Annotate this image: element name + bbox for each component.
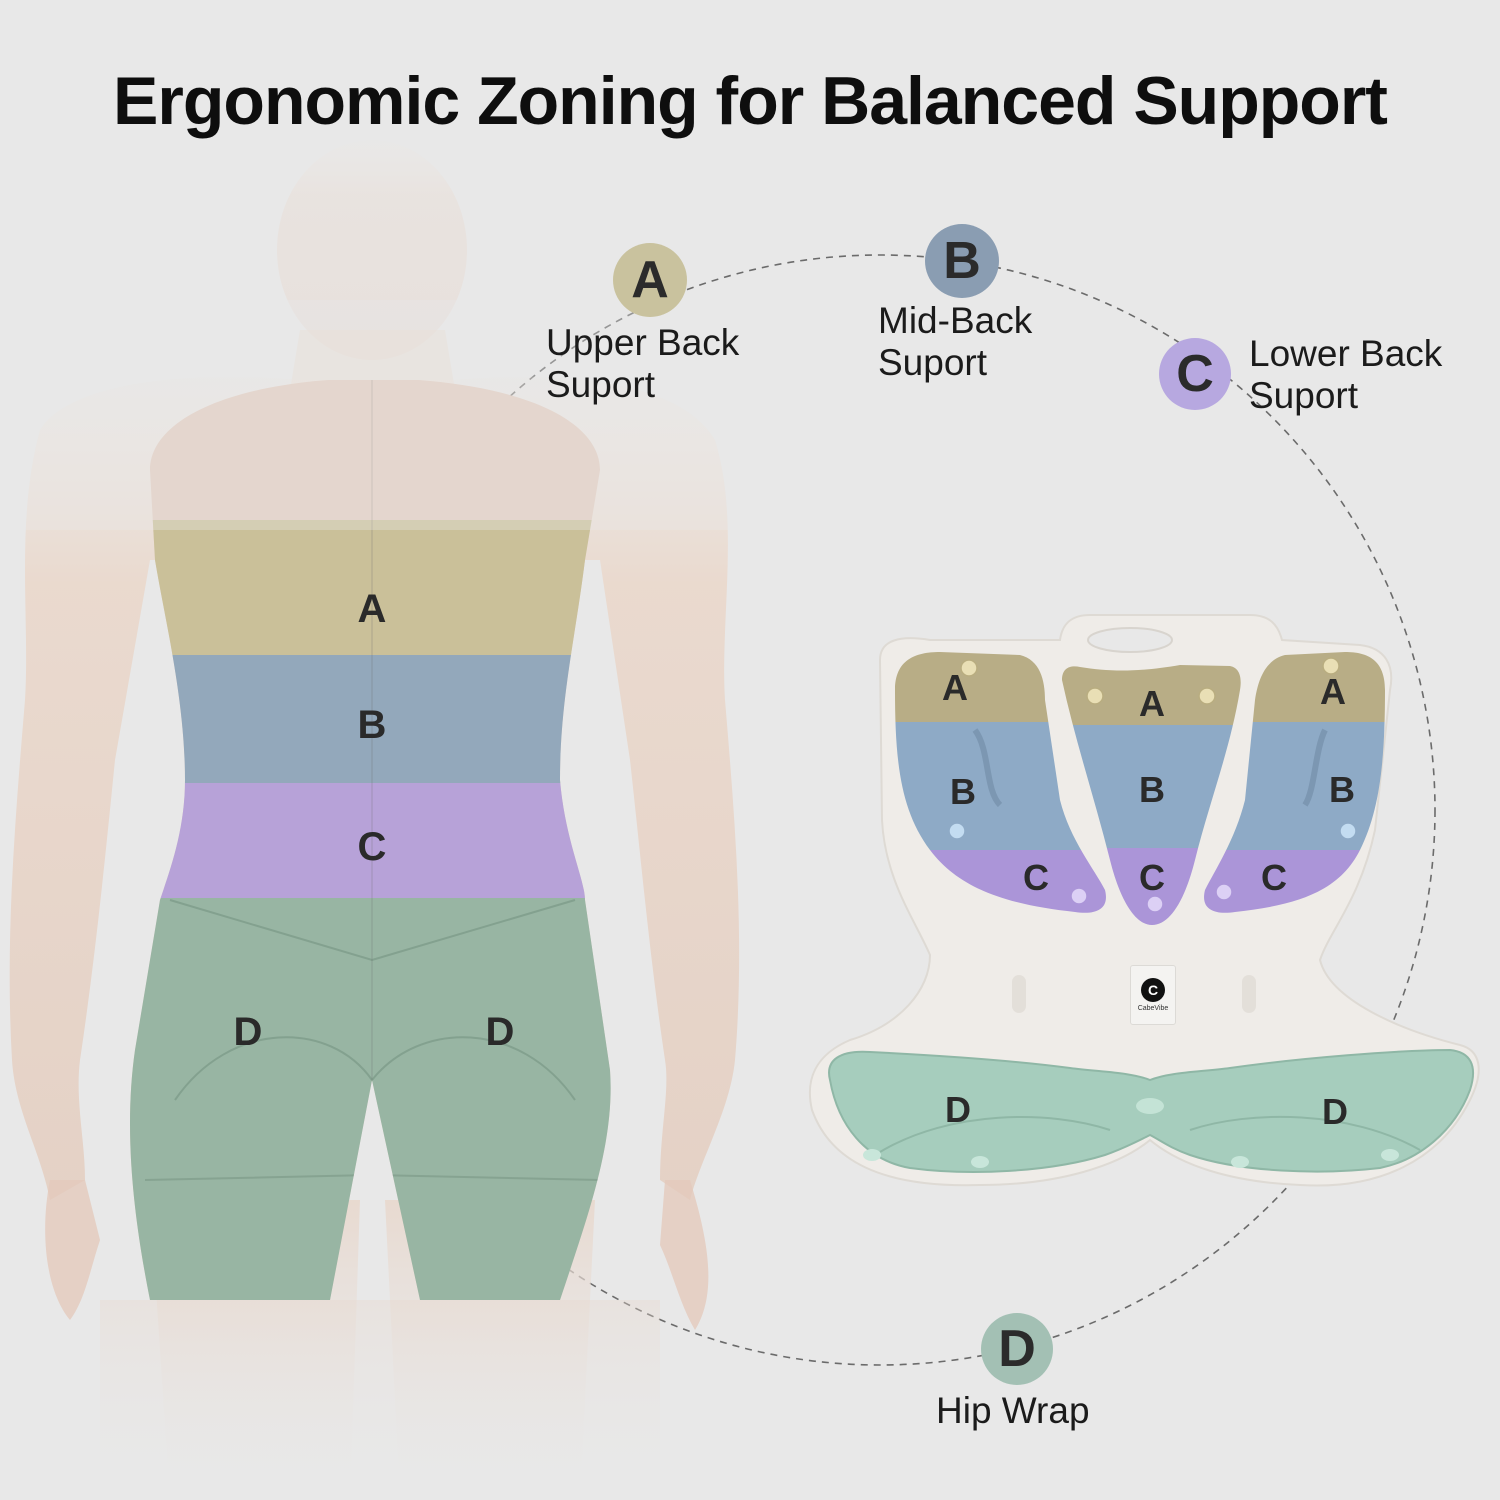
zone-badge-c: C xyxy=(1159,338,1231,410)
zone-label-d: Hip Wrap xyxy=(936,1390,1090,1432)
body-label-b: B xyxy=(358,703,387,747)
zone-badge-b-letter: B xyxy=(943,232,981,290)
body-label-a: A xyxy=(358,587,387,631)
brand-name: CabeVibe xyxy=(1137,1005,1169,1012)
zone-label-c: Lower Back Suport xyxy=(1249,333,1442,417)
cushion-seat-pad xyxy=(828,1048,1475,1173)
zone-badge-a-letter: A xyxy=(631,251,669,309)
cushion-label-b-right: B xyxy=(1329,769,1355,810)
brand-logo-icon: C xyxy=(1141,978,1165,1002)
body-zone-c xyxy=(130,783,611,898)
cushion-label-c-mid: C xyxy=(1139,857,1165,898)
body-zone-b xyxy=(130,655,611,783)
zone-badge-a: A xyxy=(613,243,687,317)
zone-badge-d: D xyxy=(981,1313,1053,1385)
zone-label-b-line1: Mid-Back xyxy=(878,300,1033,341)
page-title: Ergonomic Zoning for Balanced Support xyxy=(113,63,1388,139)
zone-label-a: Upper Back Suport xyxy=(546,322,739,406)
body-zone-a xyxy=(130,520,611,655)
zone-label-c-line1: Lower Back xyxy=(1249,333,1443,374)
human-back-figure: A B C D D xyxy=(0,140,760,1500)
zone-label-d-line1: Hip Wrap xyxy=(936,1390,1090,1431)
body-label-d-right: D xyxy=(486,1010,515,1054)
zone-badge-c-letter: C xyxy=(1176,345,1214,403)
cushion-label-c-left: C xyxy=(1023,857,1049,898)
zone-label-b-line2: Suport xyxy=(878,342,988,383)
zone-label-b: Mid-Back Suport xyxy=(878,300,1032,384)
cushion-label-a-right: A xyxy=(1320,671,1346,712)
cushion-label-c-right: C xyxy=(1261,857,1287,898)
zone-label-a-line1: Upper Back xyxy=(546,322,740,363)
cushion-label-d-left: D xyxy=(945,1089,971,1130)
body-label-c: C xyxy=(358,825,387,869)
zone-badge-b: B xyxy=(925,224,999,298)
cushion-label-d-right: D xyxy=(1322,1091,1348,1132)
posture-cushion: A A A B B B C C C D D xyxy=(808,614,1480,1187)
body-label-d-left: D xyxy=(234,1010,263,1054)
cushion-label-a-left: A xyxy=(942,667,968,708)
cushion-label-b-mid: B xyxy=(1139,769,1165,810)
zone-badge-d-letter: D xyxy=(998,1320,1036,1378)
cushion-label-a-mid: A xyxy=(1139,683,1165,724)
cushion-label-b-left: B xyxy=(950,771,976,812)
zone-label-a-line2: Suport xyxy=(546,364,656,405)
brand-tag: C CabeVibe xyxy=(1130,965,1176,1025)
zone-label-c-line2: Suport xyxy=(1249,375,1359,416)
